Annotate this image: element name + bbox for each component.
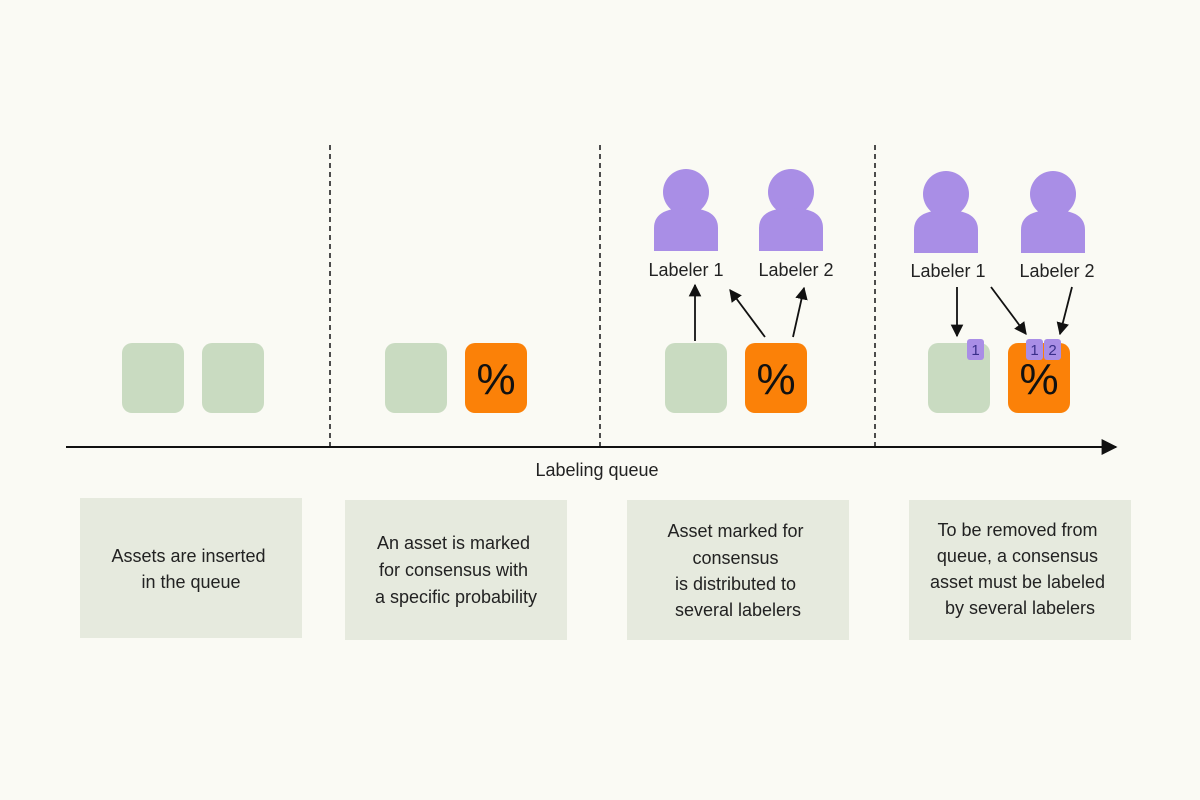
- consensus-asset-box: [465, 343, 527, 413]
- distribution-arrow: [729, 288, 766, 338]
- stage-description-box: [627, 500, 849, 640]
- svg-text:1: 1: [1030, 342, 1038, 359]
- labeling-arrow: [990, 286, 1027, 336]
- stage-description: An asset is marked for consensus with a …: [375, 533, 537, 607]
- person-icon: [759, 169, 823, 251]
- consensus-asset-box: [1008, 343, 1070, 413]
- stage-4: Labeler 1 Labeler 2 % 1 1 2 To be remove…: [909, 171, 1131, 640]
- stage-description: To be removed from queue, a consensus as…: [930, 520, 1110, 618]
- svg-text:2: 2: [1048, 342, 1056, 359]
- stage-description: Asset marked for consensus is distribute…: [667, 521, 808, 620]
- labeler-label: Labeler 2: [758, 260, 833, 280]
- labeling-arrow: [1056, 286, 1073, 336]
- distribution-arrow: [792, 286, 808, 338]
- stage-3: Labeler 1 Labeler 2 % Asset marked for c…: [627, 169, 849, 640]
- asset-box: [202, 343, 264, 413]
- label-badge: 2: [1044, 339, 1061, 360]
- labeler-label: Labeler 2: [1019, 261, 1094, 281]
- stage-1: Assets are inserted in the queue: [80, 343, 302, 638]
- asset-box: [928, 343, 990, 413]
- labeler-label: Labeler 1: [910, 261, 985, 281]
- svg-text:1: 1: [971, 342, 979, 359]
- consensus-asset-box: [745, 343, 807, 413]
- stage-description-box: [909, 500, 1131, 640]
- queue-axis-label: Labeling queue: [535, 460, 658, 480]
- label-badge: 1: [1026, 339, 1043, 360]
- stage-2: % An asset is marked for consensus with …: [345, 343, 567, 640]
- asset-box: [665, 343, 727, 413]
- labeler-label: Labeler 1: [648, 260, 723, 280]
- person-icon: [654, 169, 718, 251]
- asset-box: [385, 343, 447, 413]
- person-icon: [914, 171, 978, 253]
- percent-icon: %: [1019, 355, 1058, 404]
- percent-icon: %: [476, 355, 515, 404]
- stage-description: Assets are inserted in the queue: [111, 546, 270, 592]
- person-icon: [1021, 171, 1085, 253]
- stage-description-box: [345, 500, 567, 640]
- asset-box: [122, 343, 184, 413]
- label-badge: 1: [967, 339, 984, 360]
- percent-icon: %: [756, 355, 795, 404]
- stage-description-box: [80, 498, 302, 638]
